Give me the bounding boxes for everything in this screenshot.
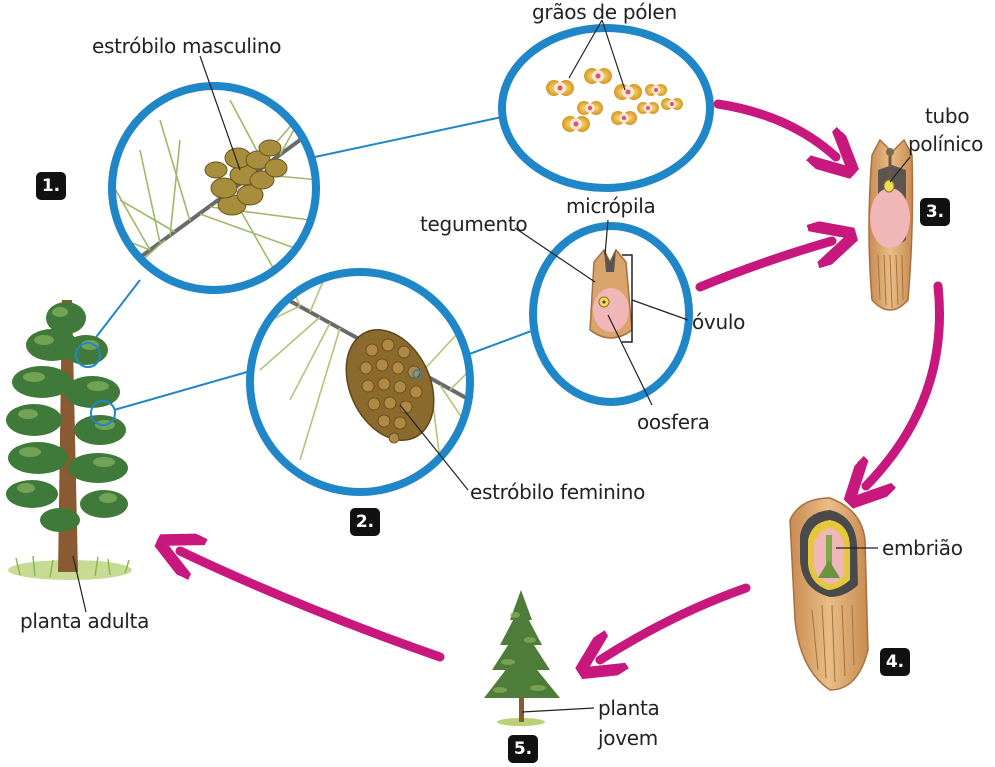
arrow-embryo-to-young — [600, 583, 751, 660]
adult-pine-tree — [6, 300, 132, 580]
step-badge-3: 3. — [920, 198, 950, 226]
label-ovulo: óvulo — [692, 310, 746, 334]
arrow-seed-to-embryo — [866, 281, 944, 486]
label-jovem: jovem — [598, 726, 658, 750]
label-polinico: polínico — [908, 132, 984, 156]
label-embriao: embrião — [882, 536, 963, 560]
label-graos-de-polen: grãos de pólen — [532, 0, 677, 24]
label-oosfera: oosfera — [637, 410, 710, 434]
step-badge-1: 1. — [36, 172, 66, 200]
cycle-arrows — [180, 99, 944, 662]
label-tubo: tubo — [925, 104, 970, 128]
arrow-ovule-to-seed — [695, 241, 832, 292]
seed-with-embryo — [789, 497, 869, 691]
leader-lines — [72, 19, 911, 713]
step-badge-2: 2. — [350, 508, 380, 536]
label-estrobilo-feminino: estróbilo feminino — [470, 480, 646, 504]
label-micropila: micrópila — [566, 194, 656, 218]
label-tegumento: tegumento — [420, 212, 528, 236]
seed-with-pollen-tube — [868, 138, 914, 311]
male-cone-circle — [108, 82, 320, 294]
label-planta-adulta: planta adulta — [20, 609, 150, 633]
ovule-circle — [529, 222, 693, 406]
label-estrobilo-masculino: estróbilo masculino — [92, 34, 282, 58]
pollen-circle — [498, 24, 714, 192]
step-badge-4: 4. — [880, 648, 910, 676]
young-pine-tree — [484, 590, 560, 726]
label-planta: planta — [598, 696, 660, 720]
arrow-pollen-to-seed — [713, 99, 836, 157]
step-badge-5: 5. — [508, 735, 538, 763]
arrow-young-to-adult — [180, 551, 445, 662]
female-cone-circle — [246, 268, 474, 496]
pollen-grains — [546, 68, 683, 132]
